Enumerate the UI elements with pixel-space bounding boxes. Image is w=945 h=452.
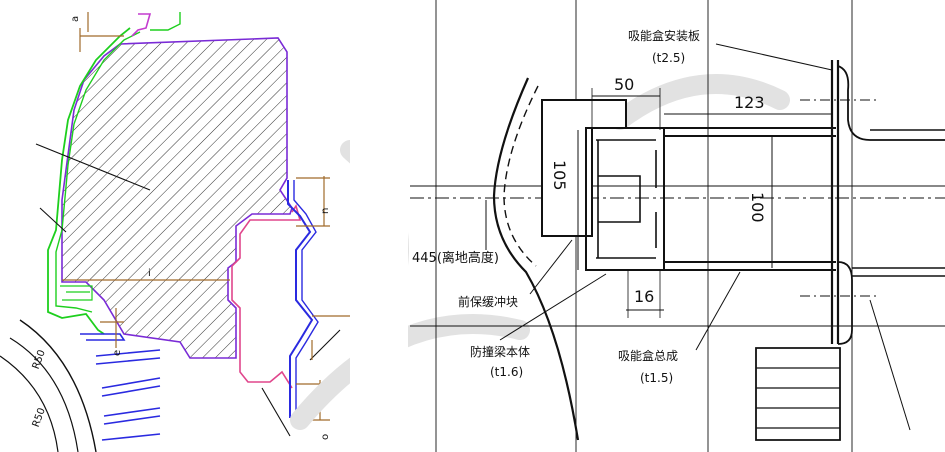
leader-box (695, 271, 741, 351)
dim-100: 100 (748, 192, 767, 223)
leader-beam (499, 273, 607, 341)
label-height: 445(离地高度) (412, 250, 499, 266)
radius-label-1: R50 (31, 349, 48, 371)
dim-o: o (320, 434, 331, 440)
left-panel-section-view: a i n e o R50 R50 (0, 12, 350, 452)
label-beam-body: 防撞梁本体 (470, 344, 530, 359)
green-detail (60, 285, 93, 301)
dim-16: 16 (634, 287, 654, 306)
plate-flange-bottom (837, 261, 853, 345)
dim-i: i (148, 268, 151, 279)
top-bracket (150, 12, 181, 31)
tire-arc-1 (19, 319, 97, 452)
dim-123: 123 (734, 93, 765, 112)
tire-arc-3 (0, 355, 59, 452)
label-box-plate: 吸能盒安装板 (628, 28, 700, 43)
right-panel-labels: 吸能盒安装板 (t2.5) 50 123 105 100 16 445(离地高度… (412, 28, 767, 385)
dim-n: n (320, 208, 331, 214)
dim-lines-left (62, 12, 350, 421)
leader-lines (35, 143, 341, 437)
hatched-section (61, 37, 293, 359)
top-clip (131, 13, 152, 37)
beam-web (598, 175, 641, 223)
leader-plate (715, 43, 833, 71)
right-panel-plan-view (410, 0, 945, 452)
label-bumper-block: 前保缓冲块 (458, 294, 518, 309)
blue-clip (80, 333, 126, 341)
beam-inner (596, 139, 657, 259)
dim-e: e (112, 350, 123, 356)
rail-bottom (852, 267, 945, 277)
panel-gap (350, 0, 408, 452)
tire-arc-2 (9, 337, 79, 452)
label-box-thk: (t1.5) (640, 371, 673, 385)
green-outline-inner (55, 31, 141, 313)
radius-label-2: R50 (31, 407, 48, 429)
pink-beam-outline (231, 204, 302, 389)
dim-a: a (70, 16, 81, 22)
crash-box (664, 127, 836, 271)
mounting-plate (830, 60, 840, 344)
label-box-plate-thk: (t2.5) (652, 51, 685, 65)
green-outline (47, 27, 131, 335)
label-beam-thk: (t1.6) (490, 365, 523, 379)
side-member-ribs (756, 367, 840, 429)
fascia-curve (492, 77, 580, 441)
dim-50: 50 (614, 75, 634, 94)
fascia-curve-inner (503, 85, 539, 267)
label-box-assy: 吸能盒总成 (618, 348, 678, 363)
leader-bumper-block (529, 239, 573, 295)
plate-flange-top (837, 65, 945, 141)
blue-beam-outline (287, 180, 314, 418)
side-member (755, 347, 841, 441)
dim-105: 105 (550, 160, 569, 191)
tire-treads (95, 349, 161, 441)
blue-beam-outline-2 (293, 180, 319, 418)
